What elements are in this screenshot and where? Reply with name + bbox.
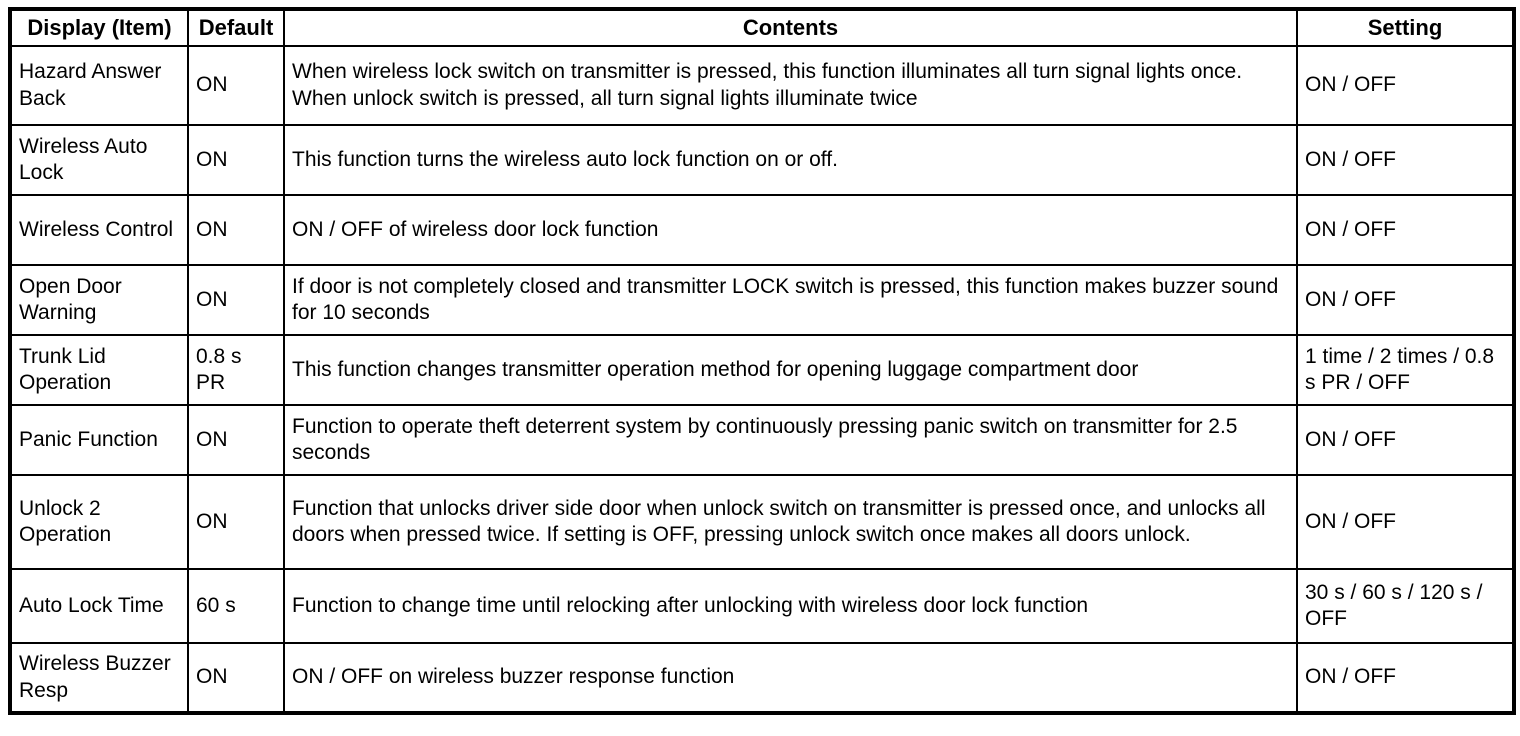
setting-cell: 1 time / 2 times / 0.8 s PR / OFF — [1296, 334, 1515, 406]
default-cell: ON — [187, 264, 285, 336]
table-row: Auto Lock Time 60 s Function to change t… — [9, 568, 1515, 644]
contents-cell: Function to operate theft deterrent syst… — [283, 404, 1298, 476]
default-cell: ON — [187, 474, 285, 570]
item-cell: Hazard Answer Back — [9, 45, 189, 126]
item-cell: Auto Lock Time — [9, 568, 189, 644]
default-cell: ON — [187, 642, 285, 714]
header-setting: Setting — [1296, 8, 1515, 47]
contents-cell: If door is not completely closed and tra… — [283, 264, 1298, 336]
item-cell: Unlock 2 Operation — [9, 474, 189, 570]
item-cell: Open Door Warning — [9, 264, 189, 336]
header-display-item: Display (Item) — [9, 8, 189, 47]
contents-cell: This function changes transmitter operat… — [283, 334, 1298, 406]
contents-cell: When wireless lock switch on transmitter… — [283, 45, 1298, 126]
contents-cell: Function to change time until relocking … — [283, 568, 1298, 644]
setting-cell: ON / OFF — [1296, 474, 1515, 570]
contents-cell: ON / OFF on wireless buzzer response fun… — [283, 642, 1298, 714]
table-row: Trunk Lid Operation 0.8 s PR This functi… — [9, 334, 1515, 406]
default-cell: ON — [187, 45, 285, 126]
table-row: Wireless Auto Lock ON This function turn… — [9, 124, 1515, 196]
table-body: Hazard Answer Back ON When wireless lock… — [9, 45, 1515, 714]
item-cell: Panic Function — [9, 404, 189, 476]
default-cell: ON — [187, 124, 285, 196]
setting-cell: ON / OFF — [1296, 264, 1515, 336]
setting-cell: ON / OFF — [1296, 124, 1515, 196]
setting-cell: ON / OFF — [1296, 45, 1515, 126]
table-row: Open Door Warning ON If door is not comp… — [9, 264, 1515, 336]
setting-cell: ON / OFF — [1296, 404, 1515, 476]
item-cell: Wireless Control — [9, 194, 189, 266]
item-cell: Wireless Auto Lock — [9, 124, 189, 196]
default-cell: 0.8 s PR — [187, 334, 285, 406]
table-row: Wireless Buzzer Resp ON ON / OFF on wire… — [9, 642, 1515, 714]
contents-cell: This function turns the wireless auto lo… — [283, 124, 1298, 196]
contents-cell: Function that unlocks driver side door w… — [283, 474, 1298, 570]
table-row: Wireless Control ON ON / OFF of wireless… — [9, 194, 1515, 266]
header-row: Display (Item) Default Contents Setting — [9, 8, 1515, 47]
item-cell: Trunk Lid Operation — [9, 334, 189, 406]
header-default: Default — [187, 8, 285, 47]
item-cell: Wireless Buzzer Resp — [9, 642, 189, 714]
table-row: Panic Function ON Function to operate th… — [9, 404, 1515, 476]
contents-cell: ON / OFF of wireless door lock function — [283, 194, 1298, 266]
table-header: Display (Item) Default Contents Setting — [9, 8, 1515, 47]
default-cell: ON — [187, 404, 285, 476]
default-cell: 60 s — [187, 568, 285, 644]
setting-cell: ON / OFF — [1296, 194, 1515, 266]
setting-cell: 30 s / 60 s / 120 s / OFF — [1296, 568, 1515, 644]
table-row: Hazard Answer Back ON When wireless lock… — [9, 45, 1515, 126]
wireless-settings-table: Display (Item) Default Contents Setting … — [8, 7, 1516, 715]
table-row: Unlock 2 Operation ON Function that unlo… — [9, 474, 1515, 570]
default-cell: ON — [187, 194, 285, 266]
setting-cell: ON / OFF — [1296, 642, 1515, 714]
header-contents: Contents — [283, 8, 1298, 47]
